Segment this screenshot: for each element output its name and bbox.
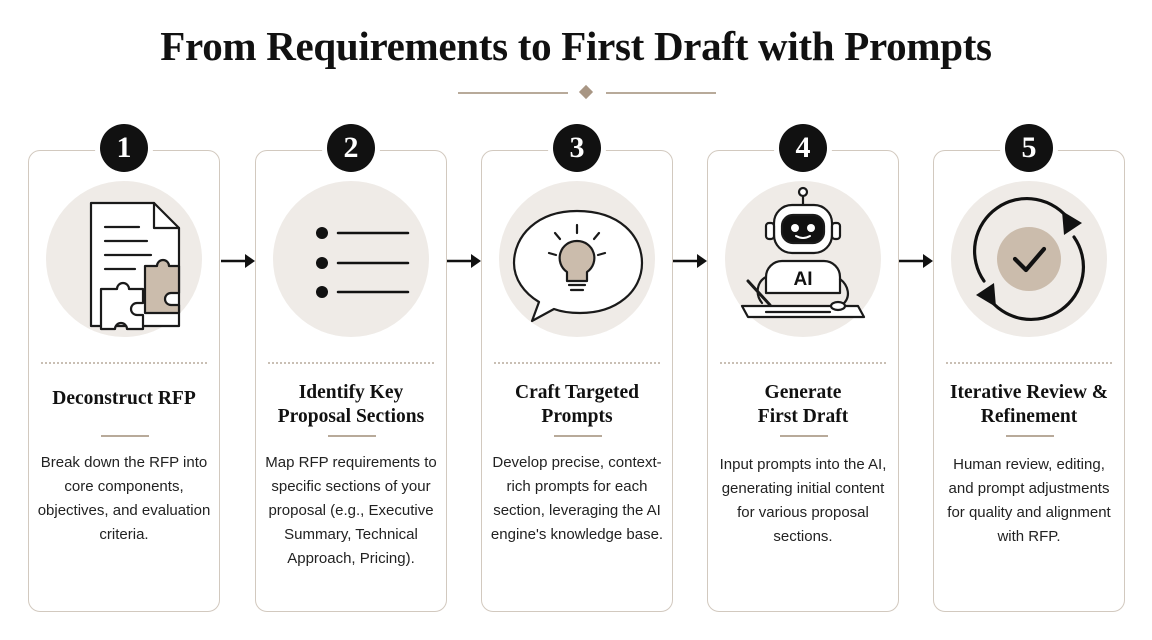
step-card-3: Craft Targeted Prompts Develop precise, … xyxy=(481,150,673,612)
arrow-right-icon xyxy=(673,254,707,268)
step-title: Craft Targeted Prompts xyxy=(514,382,640,427)
step-description: Input prompts into the AI, generating in… xyxy=(719,456,887,545)
step-description: Break down the RFP into core components,… xyxy=(37,454,211,543)
step-description: Develop precise, context-rich prompts fo… xyxy=(490,454,664,543)
step-card-2: Identify Key Proposal Sections Map RFP r… xyxy=(255,150,447,612)
ai-robot-writing-icon: AI xyxy=(740,186,866,319)
page-title: From Requirements to First Draft with Pr… xyxy=(160,23,992,69)
step-card-5: Iterative Review & Refinement Human revi… xyxy=(933,150,1125,612)
step-description: Map RFP requirements to specific section… xyxy=(265,454,437,567)
step-title: Generate First Draft xyxy=(757,382,849,427)
arrow-right-icon xyxy=(221,254,255,268)
step-card-1: Deconstruct RFP Break down the RFP into … xyxy=(28,150,220,612)
step-title: Iterative Review & Refinement xyxy=(949,382,1109,427)
step-number-badge: 4 xyxy=(779,124,827,172)
lightbulb-speech-bubble-icon xyxy=(512,209,644,323)
step-number-badge: 2 xyxy=(327,124,375,172)
step-number-badge: 1 xyxy=(100,124,148,172)
arrow-right-icon xyxy=(899,254,933,268)
title-divider xyxy=(458,84,716,102)
step-number-badge: 3 xyxy=(553,124,601,172)
step-title: Identify Key Proposal Sections xyxy=(277,382,425,427)
step-card-4: AI Generate First Draft Input prompts in… xyxy=(707,150,899,612)
ai-label: AI xyxy=(794,269,813,290)
bullet-list-icon xyxy=(316,227,410,298)
step-number-badge: 5 xyxy=(1005,124,1053,172)
step-title: Deconstruct RFP xyxy=(52,388,196,409)
document-puzzle-icon xyxy=(89,201,181,331)
arrow-right-icon xyxy=(447,254,481,268)
diamond-ornament xyxy=(578,84,594,100)
step-description: Human review, editing, and prompt adjust… xyxy=(947,456,1111,545)
refresh-check-icon xyxy=(973,197,1085,321)
